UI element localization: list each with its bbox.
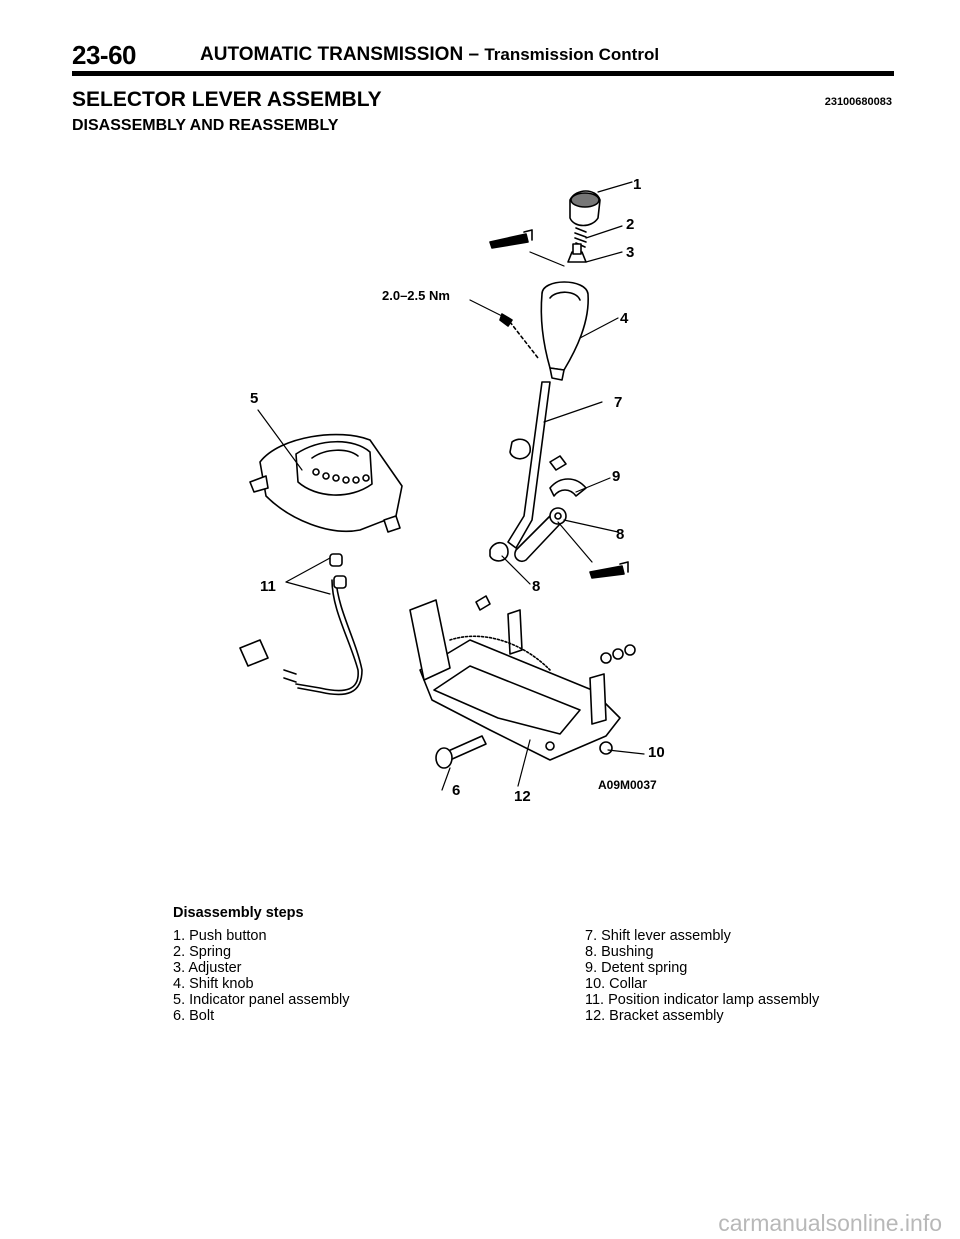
callout-3: 3	[626, 244, 635, 261]
exploded-view-diagram: 1 2 3 2.0–2.5 Nm 4 5 7 9 8 8 11 10 6 12 …	[220, 170, 690, 820]
bracket-bolt	[475, 595, 491, 611]
callout-12: 12	[514, 788, 531, 805]
step-item: 5. Indicator panel assembly	[173, 992, 350, 1008]
page-title-main: AUTOMATIC TRANSMISSION –	[200, 44, 485, 65]
step-item: 1. Push button	[173, 928, 267, 944]
step-item: 4. Shift knob	[173, 976, 254, 992]
adjuster-part	[567, 243, 587, 263]
step-item: 8. Bushing	[585, 944, 654, 960]
callout-7: 7	[614, 394, 623, 411]
step-item: 6. Bolt	[173, 1008, 215, 1024]
bushing-part	[549, 507, 567, 525]
diagram-drawing	[239, 181, 645, 791]
step-item: 2. Spring	[173, 944, 232, 960]
watermark: carmanualsonline.info	[718, 1210, 942, 1236]
bolt-part	[549, 455, 567, 471]
page-title-sub: Transmission Control	[484, 45, 660, 64]
screw-guide-line	[509, 321, 539, 359]
page-header: 23-60 AUTOMATIC TRANSMISSION – Transmiss…	[72, 40, 892, 74]
leader-lines	[257, 181, 645, 791]
callout-5: 5	[250, 390, 259, 407]
callout-1: 1	[633, 176, 642, 193]
bracket-assembly-part	[409, 599, 621, 761]
steps-left-column: 1. Push button 2. Spring 3. Adjuster 4. …	[173, 928, 350, 1024]
callout-9: 9	[612, 468, 621, 485]
figure-code: A09M0037	[598, 778, 657, 792]
section-title: SELECTOR LEVER ASSEMBLY	[72, 88, 382, 111]
steps-right-column: 7. Shift lever assembly 8. Bushing 9. De…	[585, 928, 819, 1024]
push-button-part	[569, 190, 601, 227]
spring-part	[574, 227, 587, 248]
collar-part	[599, 644, 636, 755]
page-title: AUTOMATIC TRANSMISSION – Transmission Co…	[200, 44, 659, 66]
callout-4: 4	[620, 310, 629, 327]
steps-title: Disassembly steps	[173, 905, 304, 921]
header-rule	[72, 71, 894, 76]
step-item: 12. Bracket assembly	[585, 1008, 724, 1024]
step-item: 10. Collar	[585, 976, 648, 992]
grease-icon	[489, 229, 533, 249]
callout-10: 10	[648, 744, 665, 761]
step-item: 11. Position indicator lamp assembly	[585, 992, 820, 1008]
callout-8a: 8	[616, 526, 625, 543]
callout-8b: 8	[532, 578, 541, 595]
document-code: 23100680083	[824, 96, 892, 108]
shift-knob-part	[540, 281, 589, 381]
indicator-panel-part	[249, 433, 403, 533]
callout-6: 6	[452, 782, 461, 799]
indicator-lamp-part	[239, 553, 363, 696]
detent-spring-part	[549, 478, 587, 497]
callout-11: 11	[260, 578, 276, 595]
long-bolt-part	[435, 735, 487, 769]
callout-2: 2	[626, 216, 635, 233]
section-subheading: DISASSEMBLY AND REASSEMBLY	[72, 117, 339, 134]
torque-spec: 2.0–2.5 Nm	[382, 288, 450, 303]
page-number: 23-60	[72, 40, 137, 70]
step-item: 3. Adjuster	[173, 960, 242, 976]
shift-lever-part	[489, 381, 562, 563]
grease-icon	[589, 561, 629, 579]
step-item: 7. Shift lever assembly	[585, 928, 731, 944]
step-item: 9. Detent spring	[585, 960, 688, 976]
